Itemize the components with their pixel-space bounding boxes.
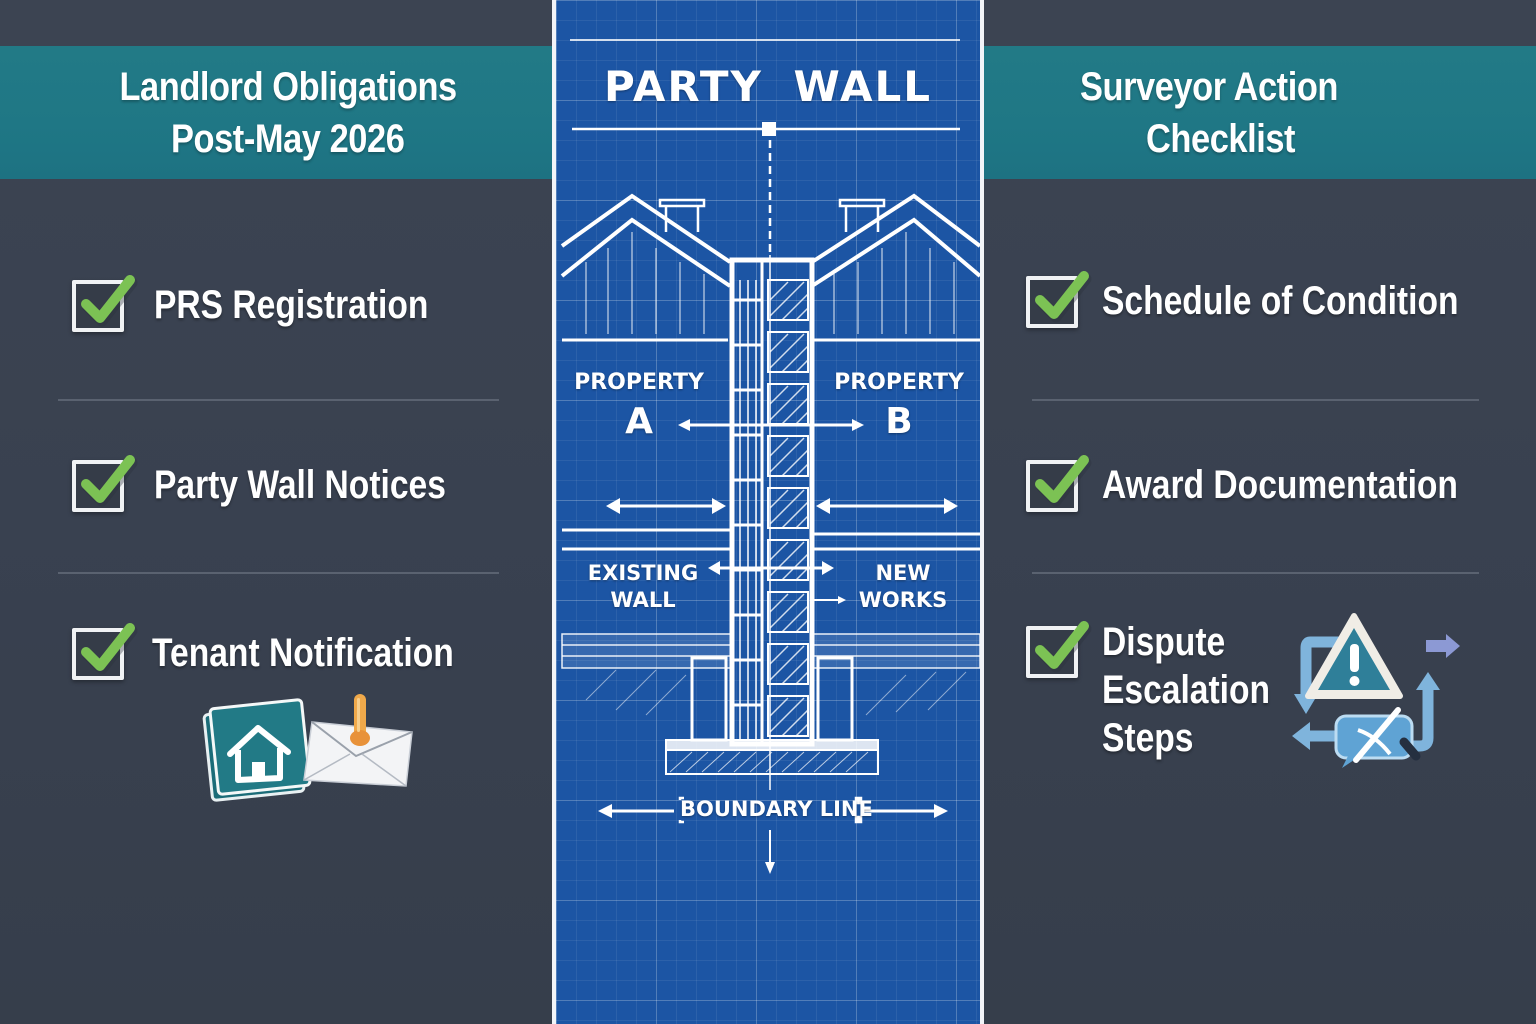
item-label-multiline: Dispute Escalation Steps bbox=[1102, 618, 1302, 762]
pin-icon bbox=[350, 694, 370, 746]
checkbox-checked-icon[interactable] bbox=[1026, 621, 1092, 678]
existing-wall-line-2: WALL bbox=[610, 588, 676, 612]
house-b-icon bbox=[810, 193, 980, 342]
item-label-line-3: Steps bbox=[1102, 716, 1194, 760]
dimension-arrows bbox=[608, 423, 948, 866]
divider bbox=[1032, 572, 1479, 574]
item-label: PRS Registration bbox=[154, 283, 429, 327]
ground-course bbox=[561, 633, 980, 669]
landlord-obligations-panel: Landlord Obligations Post-May 2026 PRS R… bbox=[0, 0, 552, 1024]
item-label: Schedule of Condition bbox=[1102, 279, 1459, 323]
divider bbox=[58, 399, 499, 401]
checklist-item-award-documentation[interactable]: Award Documentation bbox=[1026, 455, 1526, 512]
new-works-line-1: NEW bbox=[875, 561, 931, 585]
checklist-item-prs-registration[interactable]: PRS Registration bbox=[72, 275, 481, 332]
checklist-item-schedule-of-condition[interactable]: Schedule of Condition bbox=[1026, 271, 1526, 328]
surveyor-checklist-header: Surveyor Action Checklist bbox=[984, 46, 1536, 179]
checkbox-checked-icon[interactable] bbox=[1026, 455, 1092, 512]
checklist-item-dispute-escalation-steps[interactable]: Dispute Escalation Steps bbox=[1026, 620, 1302, 762]
header-title-line-2: Post-May 2026 bbox=[171, 116, 405, 161]
item-label: Tenant Notification bbox=[152, 631, 454, 675]
chat-pen-icon bbox=[1334, 707, 1421, 768]
warning-triangle-icon bbox=[1305, 613, 1403, 699]
checkbox-checked-icon[interactable] bbox=[72, 455, 138, 512]
divider bbox=[1032, 399, 1479, 401]
house-a-icon bbox=[560, 193, 732, 342]
party-wall-section bbox=[729, 255, 815, 790]
existing-wall-line-1: EXISTING bbox=[587, 561, 699, 585]
tenant-notification-illustration bbox=[200, 688, 420, 803]
item-label-line-2: Escalation bbox=[1102, 668, 1271, 712]
item-label: Party Wall Notices bbox=[154, 463, 446, 507]
item-label-line-1: Dispute bbox=[1102, 620, 1226, 664]
party-wall-diagram bbox=[560, 39, 980, 874]
diagram-title: PARTY WALL bbox=[603, 62, 933, 111]
dispute-escalation-illustration bbox=[1292, 612, 1462, 772]
arrow-right-icon bbox=[1426, 634, 1460, 658]
boundary-line-label: BOUNDARY LINE bbox=[680, 797, 873, 821]
divider bbox=[58, 572, 499, 574]
envelope-icon bbox=[303, 721, 413, 787]
header-title-line-1: Surveyor Action bbox=[1080, 64, 1338, 109]
datum-marker-icon bbox=[762, 122, 776, 136]
new-works-line-2: WORKS bbox=[858, 588, 948, 612]
house-card-icon bbox=[202, 698, 312, 802]
surveyor-checklist-panel: Surveyor Action Checklist Schedule of Co… bbox=[984, 0, 1536, 1024]
property-b-letter: B bbox=[885, 401, 913, 442]
header-title-line-2: Checklist bbox=[1146, 116, 1296, 161]
party-wall-blueprint: PARTY WALL PROPERTY A PROPERTY B EXISTIN… bbox=[552, 0, 984, 1024]
header-title-line-1: Landlord Obligations bbox=[119, 64, 457, 109]
checkbox-checked-icon[interactable] bbox=[72, 275, 138, 332]
foundation bbox=[665, 656, 879, 775]
checklist-item-tenant-notification[interactable]: Tenant Notification bbox=[72, 623, 511, 680]
property-a-letter: A bbox=[625, 401, 653, 442]
landlord-obligations-header: Landlord Obligations Post-May 2026 bbox=[0, 46, 552, 179]
checkbox-checked-icon[interactable] bbox=[1026, 271, 1092, 328]
property-b-label: PROPERTY bbox=[834, 370, 964, 395]
checklist-item-party-wall-notices[interactable]: Party Wall Notices bbox=[72, 455, 502, 512]
checkbox-checked-icon[interactable] bbox=[72, 623, 138, 680]
property-a-label: PROPERTY bbox=[574, 370, 704, 395]
item-label: Award Documentation bbox=[1102, 463, 1458, 507]
